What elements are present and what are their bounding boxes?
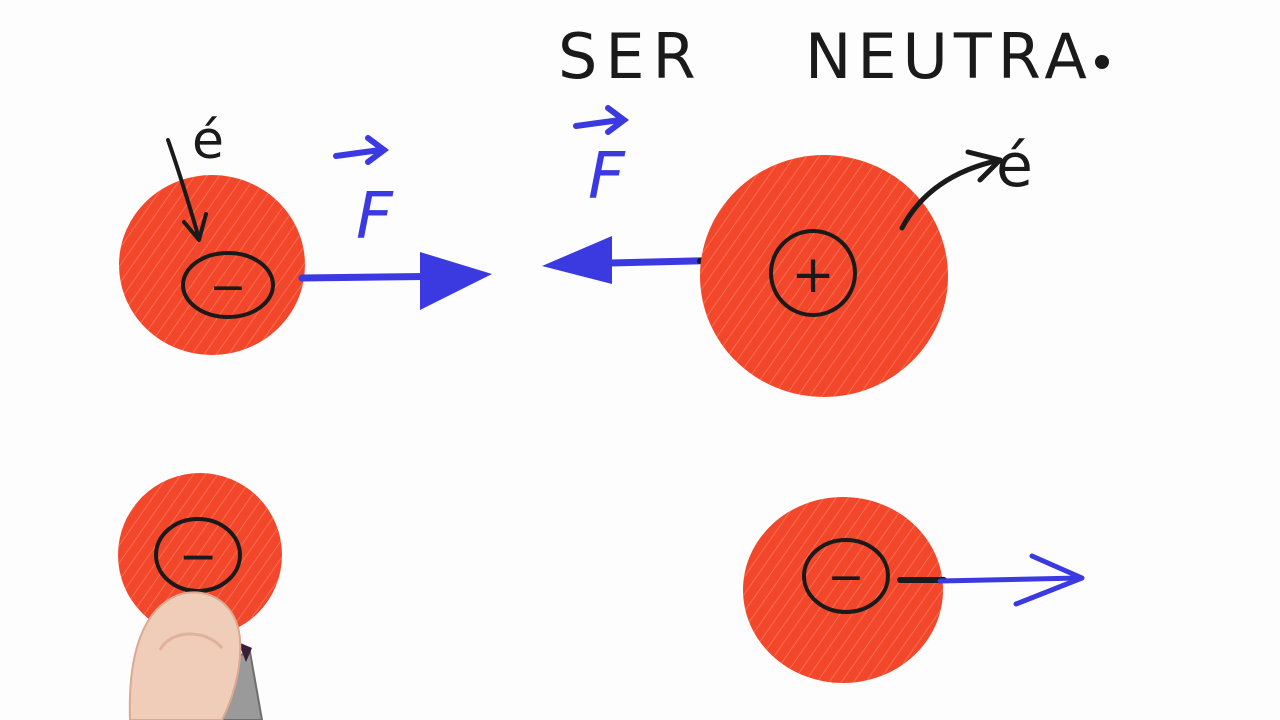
charge-circle-bottom-left — [154, 517, 242, 593]
sphere-bottom-left: − — [118, 473, 282, 637]
electron-label-left: é — [192, 111, 224, 171]
charge-circle-top-left — [181, 251, 275, 319]
charge-sign-top-right: + — [791, 245, 835, 305]
force-arrow-left-head — [420, 252, 492, 310]
force-label-left: F — [356, 180, 394, 254]
sphere-top-right-body — [700, 155, 948, 397]
charge-sign-top-left: − — [210, 262, 247, 313]
vector-mark-right — [573, 105, 629, 135]
force-arrow-bottom-right-shaft — [937, 575, 1083, 584]
sphere-bottom-right: − — [743, 497, 943, 683]
charge-circle-top-right — [769, 229, 857, 317]
charge-sign-bottom-left: − — [179, 529, 218, 583]
force-arrow-bottom-right — [897, 553, 1085, 607]
pointer-head-right — [965, 149, 1003, 183]
force-arrow-right-head — [542, 236, 612, 284]
hand-with-marker — [128, 591, 264, 720]
heading-period — [1095, 55, 1109, 69]
sphere-top-right: + — [700, 155, 948, 397]
pointer-line-left — [166, 138, 200, 237]
force-arrow-left — [298, 252, 492, 310]
force-arrow-bottom-right-head — [1013, 553, 1085, 607]
pointer-line-right — [899, 157, 1003, 231]
force-label-right: F — [588, 140, 626, 214]
pointer-head-left — [182, 212, 208, 242]
heading-word-neutra: NEUTRA — [805, 20, 1093, 93]
vector-mark-left — [333, 135, 389, 165]
finger — [128, 591, 242, 720]
heading-word-ser: SER — [558, 20, 704, 93]
charge-circle-bottom-right — [802, 538, 890, 614]
sphere-bottom-right-body — [743, 497, 943, 683]
charge-sign-bottom-right: − — [828, 552, 865, 603]
electron-label-right: é — [996, 131, 1033, 201]
sphere-top-left: − — [119, 175, 305, 355]
sphere-bottom-left-body — [118, 473, 282, 637]
marker-tip — [238, 642, 252, 662]
fingernail — [158, 632, 224, 651]
